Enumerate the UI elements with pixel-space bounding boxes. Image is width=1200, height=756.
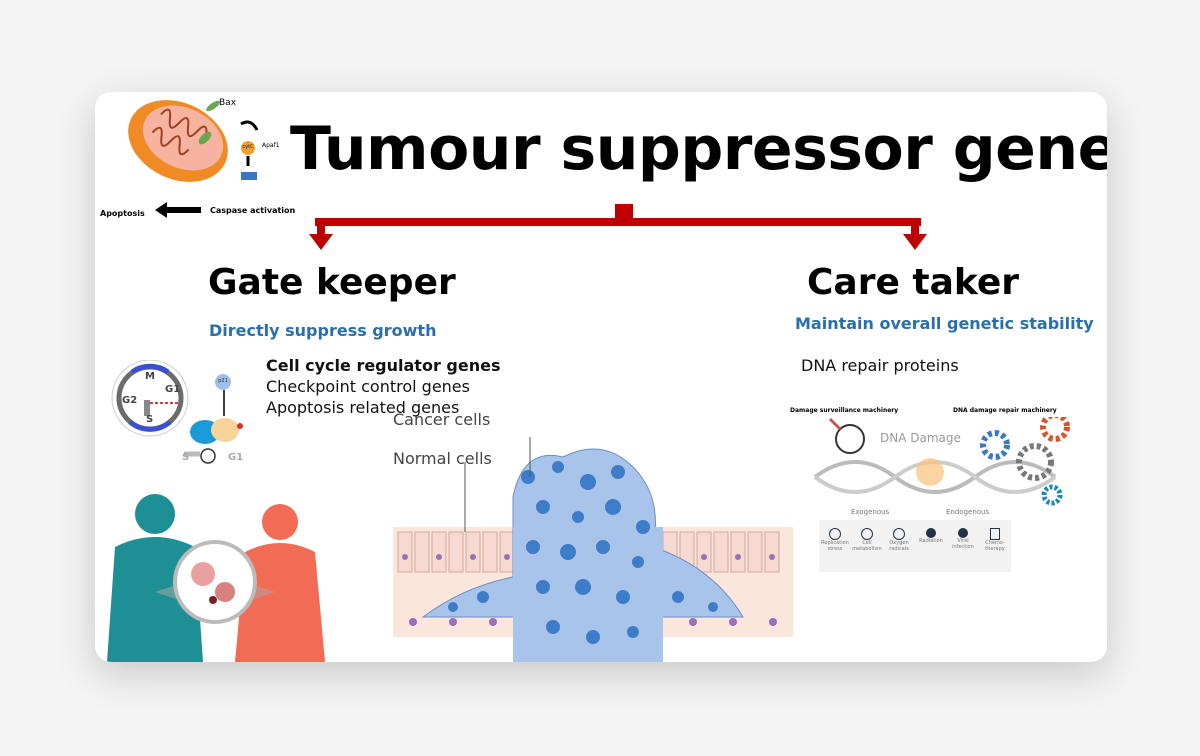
branch-arrow-icon <box>309 204 927 250</box>
caretaker-subtitle: Maintain overall genetic stability <box>795 314 1094 333</box>
phase-g2: G2 <box>122 395 138 406</box>
cause-item: Radiation <box>916 528 946 552</box>
cancer-cells-label: Cancer cells <box>393 410 491 429</box>
exogenous-label: Exogenous <box>851 508 890 516</box>
list-item: Cell cycle regulator genes <box>266 356 501 375</box>
repair-label: DNA damage repair machinery <box>953 407 1057 414</box>
p21-label: p21 <box>218 378 228 384</box>
phase-s: S <box>146 414 154 425</box>
gatekeeper-list: Cell cycle regulator genes Checkpoint co… <box>266 355 500 418</box>
cause-item: Cell metabolism <box>852 528 882 552</box>
caspase-activation-label: Caspase activation <box>210 206 296 215</box>
page-title: Tumour suppressor genes <box>290 114 1107 184</box>
mitochondria-apoptosis-illustration <box>128 100 259 182</box>
caretaker-heading: Care taker <box>807 262 1020 303</box>
dna-damage-title: DNA Damage <box>880 431 961 445</box>
list-item: Checkpoint control genes <box>266 377 470 396</box>
cause-item: Replication stress <box>820 528 850 552</box>
tumour-tissue-illustration <box>393 437 793 662</box>
gatekeeper-subtitle: Directly suppress growth <box>209 321 437 340</box>
cause-item: Chemo-therapy <box>980 528 1010 552</box>
cause-item: Oxygen radicals <box>884 528 914 552</box>
normal-cells-label: Normal cells <box>393 449 492 468</box>
surveillance-label: Damage surveillance machinery <box>790 407 899 414</box>
phase-m: M <box>145 371 155 382</box>
phase-g1: G1 <box>165 384 181 395</box>
list-item: Apoptosis related genes <box>266 398 460 417</box>
slide: cytC Bax Apaf1 Apoptosis Caspase activat… <box>95 92 1107 662</box>
cytc-label: cytC <box>242 144 254 150</box>
dna-damage-causes: Replication stress Cell metabolism Oxyge… <box>819 520 1011 572</box>
gatekeeper-heading: Gate keeper <box>208 262 456 303</box>
apaf1-label: Apaf1 <box>262 142 280 149</box>
arrow-left-icon <box>155 202 201 218</box>
cause-item: Viral infection <box>948 528 978 552</box>
list-item: DNA repair proteins <box>801 356 959 375</box>
arrest-s: S <box>182 452 190 463</box>
dna-damage-illustration <box>813 417 1070 506</box>
endogenous-label: Endogenous <box>946 508 990 516</box>
apoptosis-label: Apoptosis <box>100 209 145 218</box>
arrest-g1: G1 <box>228 452 244 463</box>
bax-label: Bax <box>219 98 237 108</box>
human-silhouettes-illustration <box>107 494 325 662</box>
cell-cycle-diagram <box>111 360 243 464</box>
